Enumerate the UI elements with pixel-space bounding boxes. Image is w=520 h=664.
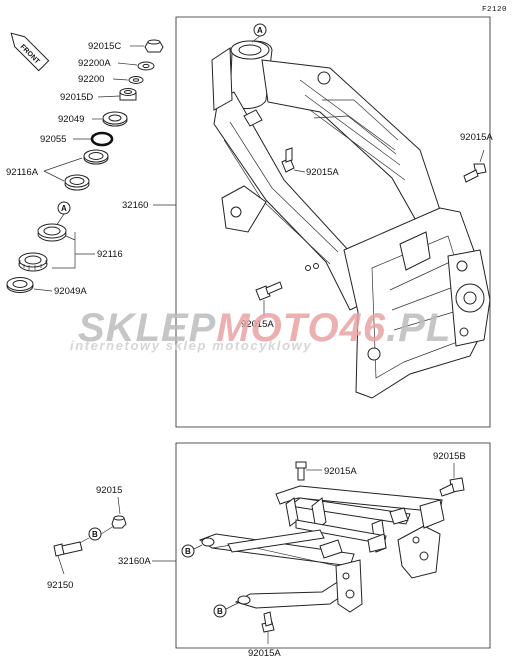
watermark-brand-a: SKLEP	[78, 306, 216, 350]
nut-92015d-icon	[119, 88, 137, 101]
bolt-92015b-icon	[439, 477, 465, 497]
watermark-brand-d: .PL	[386, 306, 451, 350]
main-frame-32160-icon	[211, 40, 491, 399]
steering-stack: A	[6, 39, 164, 293]
label-92116: 92116	[97, 249, 123, 260]
page-code: F2120	[482, 6, 507, 14]
bolt-frame-right-icon	[463, 163, 487, 183]
label-92200: 92200	[78, 74, 104, 85]
label-92116a: 92116A	[6, 167, 39, 178]
washer-92200a-icon	[137, 61, 155, 71]
label-92015c: 92015C	[88, 41, 121, 52]
seal-92049a-icon	[6, 277, 34, 293]
callout-b-left: B	[88, 527, 102, 541]
bearing-92116a-lower-icon	[64, 174, 90, 191]
bolt-frame-mid-icon	[281, 147, 295, 173]
bolt-92150-icon	[53, 541, 83, 557]
label-32160a: 32160A	[118, 556, 151, 567]
label-92015a-sub-bottom: 92015A	[248, 648, 281, 659]
label-92049: 92049	[58, 114, 84, 125]
label-92015b: 92015B	[433, 451, 466, 462]
label-92015: 92015	[96, 485, 122, 496]
label-92015a-sub-top: 92015A	[324, 466, 357, 477]
label-32160: 32160	[122, 200, 148, 211]
callout-b-sub-lower: B	[213, 604, 227, 618]
bearing-92116a-upper-icon	[83, 149, 109, 165]
callout-a-left: A	[57, 201, 71, 215]
bolt-sub-bottom-icon	[261, 611, 275, 633]
label-92015a-frame-right: 92015A	[460, 132, 493, 143]
nut-92015-icon	[111, 515, 127, 529]
label-92055: 92055	[40, 134, 66, 145]
watermark: SKLEPMOTO46.PL internetowy sklep motocyk…	[70, 306, 451, 353]
label-92049a: 92049A	[54, 286, 87, 297]
seal-92049-icon	[102, 111, 128, 127]
roller-bearing-92116-icon	[18, 252, 48, 272]
callout-a-left-text: A	[61, 204, 67, 213]
watermark-brand-b: MOTO	[216, 306, 339, 350]
callout-a-frame: A	[251, 23, 267, 43]
subframe-32160a-icon	[198, 485, 445, 613]
watermark-brand-c: 46	[339, 306, 387, 350]
label-92015a-frame-mid: 92015A	[306, 167, 339, 178]
callout-b-sub-lower-text: B	[217, 607, 223, 616]
bolt-frame-bottom-icon	[255, 281, 283, 301]
subframe-group-box	[175, 442, 491, 649]
label-92200a: 92200A	[78, 58, 111, 69]
label-92150: 92150	[47, 580, 73, 591]
callout-b-sub-upper-text: B	[185, 547, 191, 556]
label-92015d: 92015D	[60, 92, 93, 103]
washer-92200-icon	[128, 76, 144, 84]
bolt-sub-top-icon	[295, 461, 307, 481]
label-92015a-frame-bottom: 92015A	[241, 319, 274, 330]
callout-b-left-text: B	[92, 530, 98, 539]
nut-92015c-icon	[144, 39, 164, 53]
front-direction-tag: FRONT	[10, 32, 50, 72]
callout-a-frame-text: A	[257, 26, 263, 35]
oring-92055-icon	[90, 131, 114, 147]
callout-b-sub-upper: B	[181, 544, 195, 558]
frame-group-box	[175, 16, 491, 428]
race-92116-icon	[37, 223, 67, 242]
watermark-brand: SKLEPMOTO46.PL	[78, 306, 451, 350]
watermark-tagline: internetowy sklep motocyklowy	[70, 338, 312, 353]
